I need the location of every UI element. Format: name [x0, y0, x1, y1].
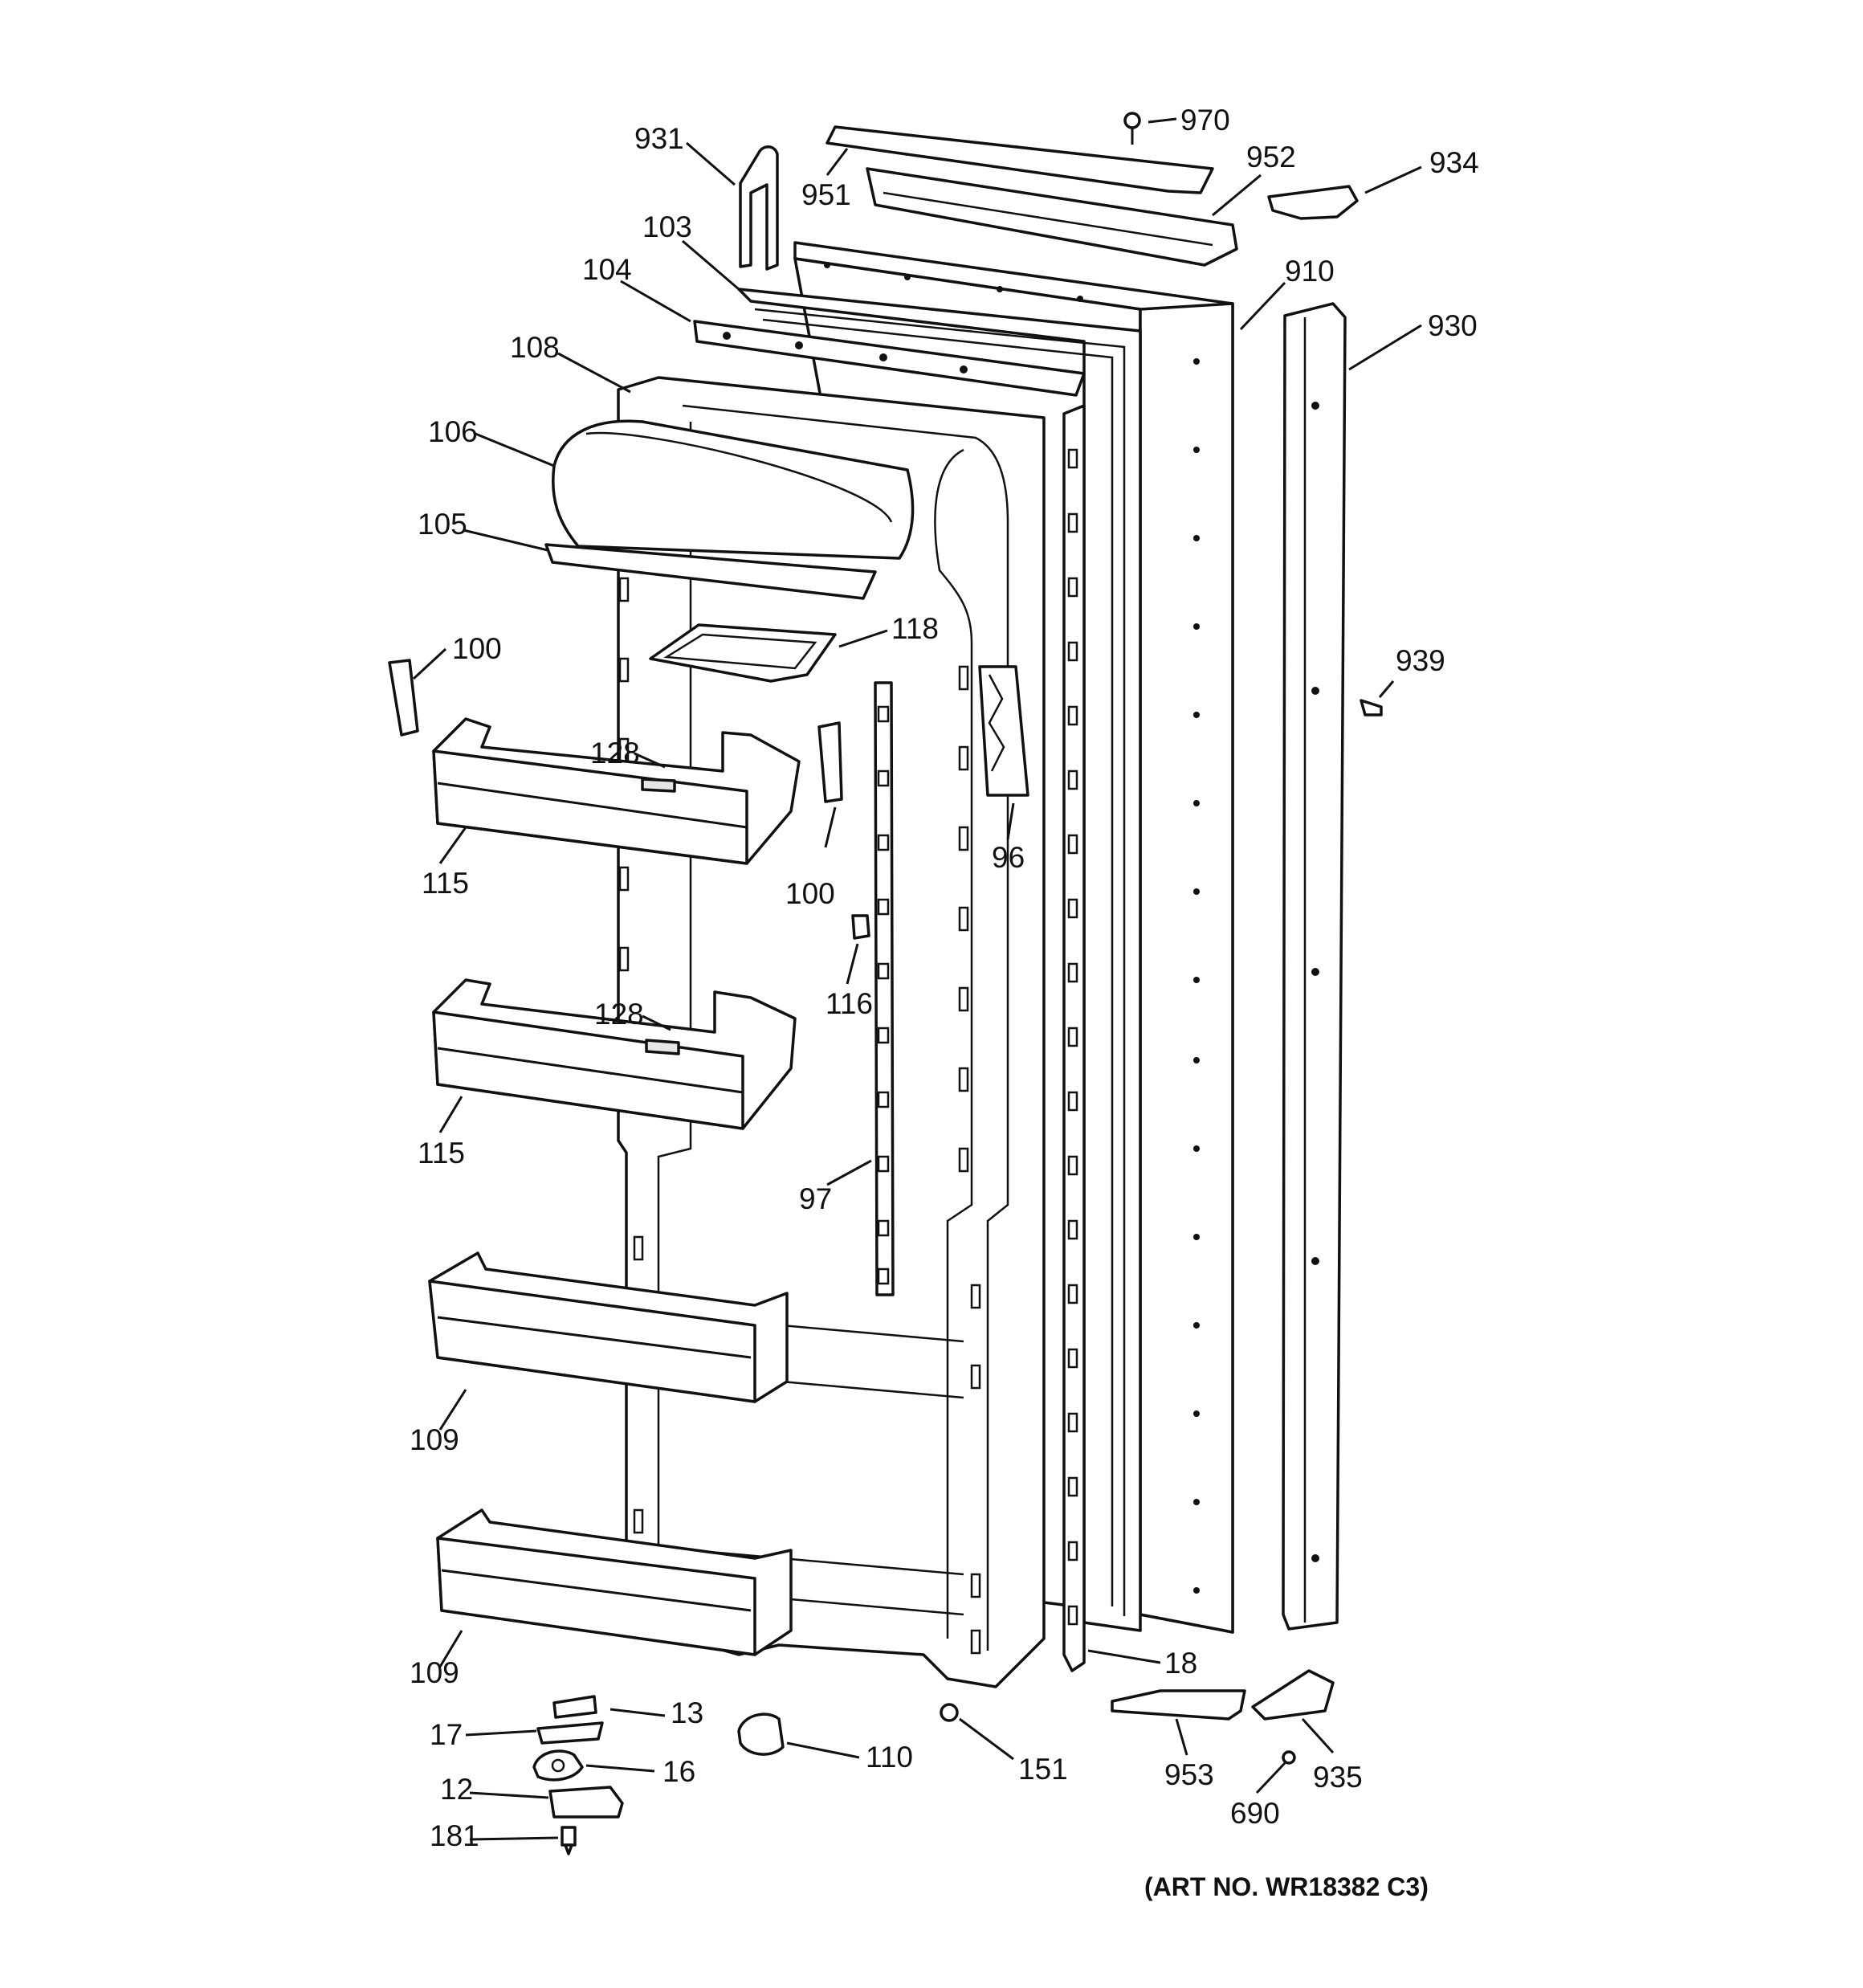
art-number: (ART NO. WR18382 C3) [1144, 1872, 1429, 1901]
callout-97: 97 [799, 1182, 832, 1215]
callout-103: 103 [642, 210, 692, 243]
callout-17: 17 [430, 1718, 463, 1751]
plug-110 [737, 1712, 785, 1756]
handle-trim-931 [739, 145, 779, 271]
callout-13: 13 [671, 1696, 703, 1729]
dairy-tray-118 [649, 623, 837, 683]
handle-trim-930 [1282, 302, 1347, 1631]
callout-116: 116 [826, 987, 873, 1020]
callout-18: 18 [1164, 1647, 1197, 1680]
callout-930: 930 [1428, 309, 1478, 342]
door-bin-109-upper [428, 1251, 789, 1403]
callout-108: 108 [510, 331, 560, 364]
callout-181: 181 [430, 1819, 479, 1852]
callout-105: 105 [418, 508, 467, 541]
screw-939 [1360, 699, 1383, 716]
callout-935: 935 [1313, 1761, 1363, 1794]
leader-lines [412, 117, 1422, 1841]
shelf-support-96 [978, 665, 1029, 797]
callout-109-lower: 109 [410, 1656, 459, 1689]
hinge-bearing-16 [532, 1749, 584, 1782]
callout-110: 110 [866, 1741, 913, 1774]
callout-16: 16 [662, 1755, 695, 1788]
bottom-trim-953 [1111, 1689, 1246, 1721]
clip-116 [851, 914, 870, 940]
hinge-12 [548, 1786, 624, 1819]
callout-109-upper: 109 [410, 1423, 459, 1456]
callout-128-upper: 128 [590, 737, 640, 769]
shelf-rail-97 [874, 681, 895, 1296]
screw-690 [1282, 1750, 1296, 1765]
callout-12: 12 [440, 1773, 473, 1806]
door-bin-115-upper [432, 717, 801, 865]
callout-128-lower: 128 [594, 998, 644, 1031]
callout-952: 952 [1246, 141, 1296, 173]
end-cap-935 [1251, 1669, 1335, 1721]
door-bin-109-lower [436, 1508, 793, 1656]
callout-104: 104 [582, 253, 632, 286]
dairy-rail-105 [544, 543, 877, 600]
callout-934: 934 [1429, 146, 1479, 179]
callout-96: 96 [992, 841, 1025, 874]
screw-151 [940, 1703, 959, 1722]
callout-106: 106 [428, 415, 478, 448]
callout-910: 910 [1285, 255, 1335, 288]
callout-100-right: 100 [785, 877, 835, 910]
callout-690: 690 [1230, 1797, 1280, 1830]
breaker-strip-104 [693, 320, 1086, 397]
callout-151: 151 [1018, 1753, 1068, 1786]
bin-support-100-right [817, 721, 843, 803]
top-channel-952 [866, 167, 1238, 267]
door-bin-115-lower [432, 978, 797, 1130]
callout-115-upper: 115 [422, 867, 469, 900]
callout-970: 970 [1180, 104, 1230, 137]
hinge-plate-13 [552, 1695, 597, 1719]
callout-939: 939 [1396, 644, 1445, 677]
callout-115-lower: 115 [418, 1137, 465, 1170]
dairy-door-106 [552, 419, 915, 560]
screw-181 [561, 1826, 577, 1855]
screw-970 [1123, 112, 1141, 145]
end-cap-934 [1267, 185, 1359, 220]
hinge-washer-17 [536, 1721, 604, 1745]
top-cap-951 [826, 125, 1214, 194]
callout-118: 118 [891, 612, 939, 645]
callout-labels: 970 931 951 952 934 103 104 910 930 108 … [410, 104, 1479, 1852]
callout-931: 931 [634, 122, 684, 155]
bin-support-100-left [388, 659, 419, 737]
callout-951: 951 [801, 178, 851, 211]
callout-100-left: 100 [452, 632, 502, 665]
callout-953: 953 [1164, 1758, 1214, 1791]
